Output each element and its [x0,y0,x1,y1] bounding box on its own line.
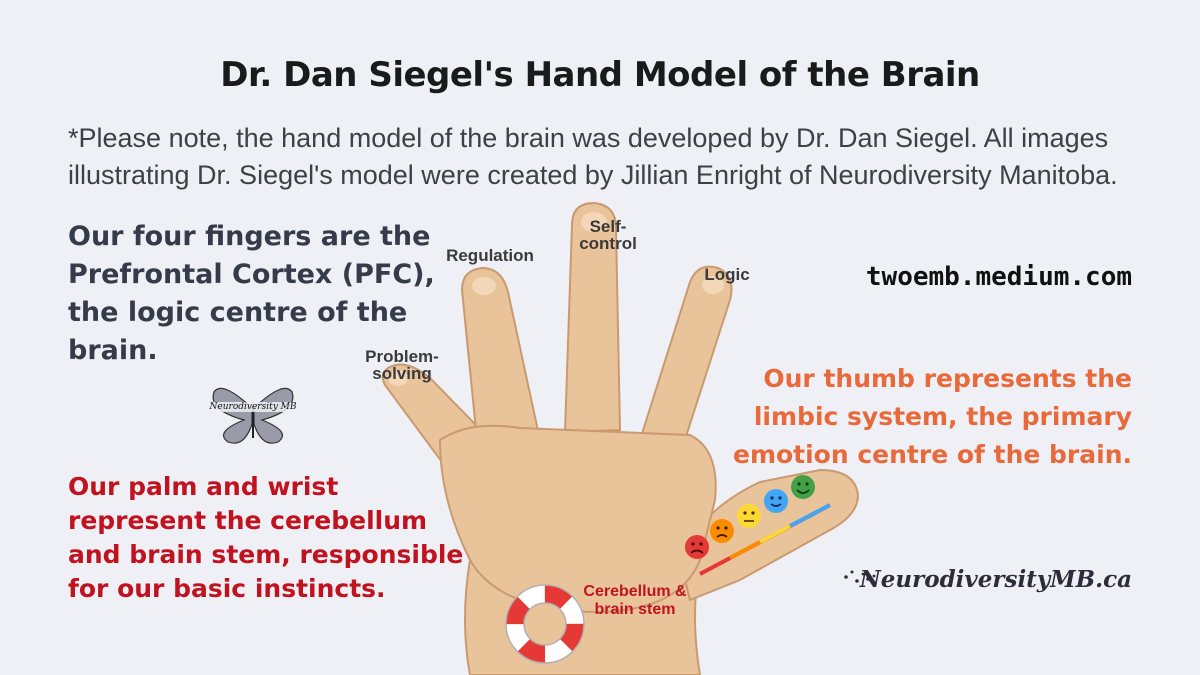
face-happy-icon [791,475,815,499]
brand-wordmark: NeurodiversityMB.ca [859,566,1132,593]
face-sad-icon [710,519,734,543]
label-regulation: Regulation [446,246,534,265]
life-ring-icon [505,584,585,664]
website-label: twoemb.medium.com [865,262,1132,292]
butterfly-logo-icon [212,387,294,444]
sparkle-icon [844,570,876,583]
face-angry-icon [685,535,709,559]
page-title: Dr. Dan Siegel's Hand Model of the Brain [220,55,980,95]
thumb-description: Our thumb represents the limbic system, … [732,364,1132,469]
middle-finger [563,201,622,434]
ring-finger [460,266,542,452]
index-finger [638,265,733,457]
label-self-control: Self-control [579,217,637,253]
label-cerebellum: Cerebellum & brain stem [583,583,687,618]
attribution-note: *Please note, the hand model of the brai… [68,123,1118,190]
face-content-icon [764,489,788,513]
label-problem-solving: Problem-solving [365,347,439,383]
logo-caption: Neurodiversity MB [205,402,301,412]
label-logic: Logic [704,265,750,284]
palm-description: Our palm and wrist represent the cerebel… [68,472,464,603]
face-neutral-icon [737,504,761,528]
palm [438,424,717,614]
fingers-description: Our four fingers are the Prefrontal Cort… [68,221,435,366]
